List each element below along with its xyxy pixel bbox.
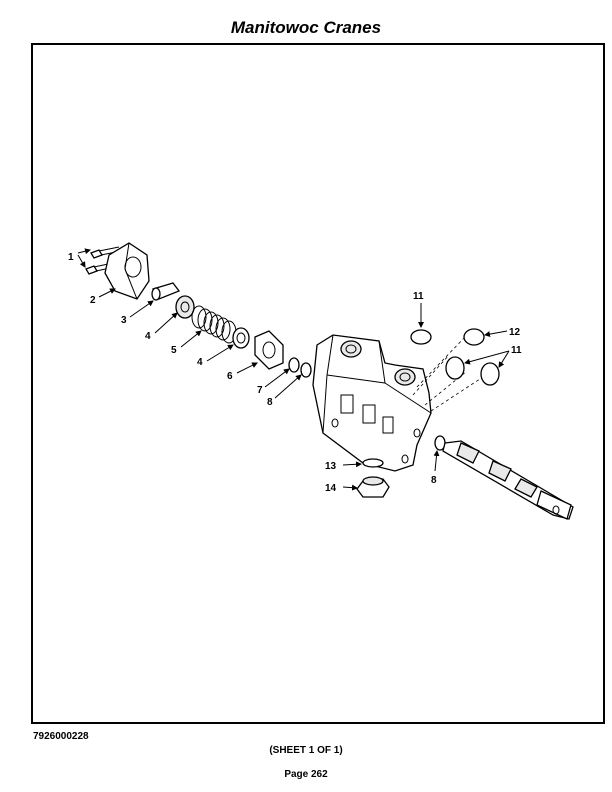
callout-label: 12: [509, 327, 521, 338]
sheet-indicator: (SHEET 1 OF 1): [269, 745, 343, 756]
o-ring-part: [362, 458, 384, 468]
callout-label: 8: [431, 475, 437, 486]
exploded-view-diagram: 1 2 3 4 5 4 6 7 8 11 12 11 8 13 14: [68, 242, 574, 520]
callout-label: 13: [325, 461, 337, 472]
callout-label: 11: [413, 291, 424, 302]
callout-label: 8: [267, 397, 273, 408]
end-cap-part: [104, 242, 150, 300]
callout-label: 6: [227, 371, 233, 382]
o-ring-part: [480, 362, 500, 386]
spring-seat-part: [232, 327, 250, 349]
o-ring-part: [410, 329, 432, 345]
callout-label: 2: [90, 295, 96, 306]
document-id: 7926000228: [33, 731, 89, 742]
callout-label: 3: [121, 315, 127, 326]
diagram-frame: 1 2 3 4 5 4 6 7 8 11 12 11 8 13 14: [31, 43, 605, 724]
o-ring-part: [300, 362, 312, 378]
callout-label: 11: [511, 345, 522, 356]
spool-part: [442, 440, 574, 520]
o-ring-part: [288, 357, 300, 373]
callout-label: 7: [257, 385, 263, 396]
spring-seat-part: [175, 295, 195, 319]
callout-label: 14: [325, 483, 337, 494]
spring-part: [191, 305, 237, 344]
o-ring-part: [463, 328, 485, 346]
plug-part: [356, 476, 390, 498]
page-header-title: Manitowoc Cranes: [230, 18, 382, 37]
o-ring-part: [445, 356, 465, 380]
page-number: Page 262: [284, 769, 328, 780]
leader-lines: [77, 248, 510, 491]
callout-label: 1: [68, 252, 74, 263]
callout-label: 4: [145, 331, 151, 342]
adapter-plate-part: [254, 330, 284, 370]
valve-body-part: [312, 334, 432, 472]
plunger-part: [151, 282, 181, 301]
callout-label: 4: [197, 357, 203, 368]
callout-label: 5: [171, 345, 177, 356]
